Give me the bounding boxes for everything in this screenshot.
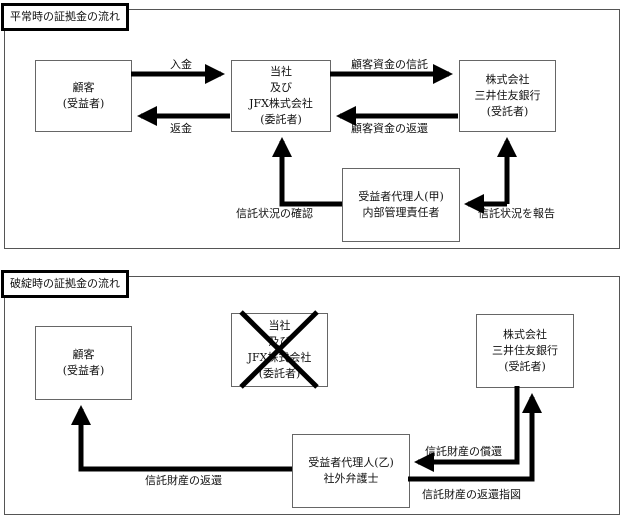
normal-bank-box: 株式会社 三井住友銀行 (受託者)	[459, 60, 556, 132]
agent-line-2: 内部管理責任者	[362, 206, 440, 219]
normal-agent-box: 受益者代理人(甲) 内部管理責任者	[342, 168, 460, 242]
customer-name: 顧客	[72, 348, 95, 361]
normal-company-box: 当社 及び JFX株式会社 (委託者)	[231, 60, 331, 132]
label-trust-report: 信託状況を報告	[478, 207, 555, 220]
customer-name: 顧客	[72, 81, 95, 94]
bank-line-1: 株式会社	[503, 328, 547, 341]
company-line-3: JFX株式会社	[249, 97, 313, 110]
bankruptcy-bank-box: 株式会社 三井住友銀行 (受託者)	[476, 314, 574, 388]
bankruptcy-customer-box: 顧客 (受益者)	[35, 326, 132, 400]
customer-role: (受益者)	[62, 97, 105, 110]
bank-line-3: (受託者)	[486, 105, 529, 118]
bank-line-3: (受託者)	[504, 360, 546, 373]
bankruptcy-agent-box: 受益者代理人(乙) 社外弁護士	[292, 434, 410, 508]
company-line-2: 及び	[270, 81, 292, 94]
normal-flow-title: 平常時の証拠金の流れ	[1, 3, 129, 31]
agent-line-2: 社外弁護士	[323, 472, 379, 485]
company-line-3: JFX株式会社	[247, 351, 312, 364]
company-line-4: (委託者)	[260, 113, 302, 126]
label-refund: 返金	[170, 122, 192, 135]
label-return-instruction: 信託財産の返還指図	[422, 488, 521, 501]
bank-line-1: 株式会社	[485, 73, 530, 86]
agent-line-1: 受益者代理人(甲)	[358, 190, 444, 203]
normal-customer-box: 顧客 (受益者)	[35, 60, 132, 132]
label-trust-return: 顧客資金の返還	[351, 122, 428, 135]
company-line-4: (委託者)	[258, 367, 301, 380]
bank-line-2: 三井住友銀行	[492, 344, 558, 357]
customer-role: (受益者)	[62, 364, 105, 377]
label-deposit: 入金	[170, 58, 192, 71]
label-trust-confirm: 信託状況の確認	[236, 207, 313, 220]
company-line-2: 及び	[268, 335, 291, 348]
label-asset-repayment: 信託財産の償還	[425, 445, 502, 458]
label-trust: 顧客資金の信託	[351, 58, 428, 71]
agent-line-1: 受益者代理人(乙)	[308, 456, 394, 469]
bank-line-2: 三井住友銀行	[474, 89, 541, 102]
bankruptcy-flow-title: 破綻時の証拠金の流れ	[1, 270, 129, 298]
label-asset-return: 信託財産の返還	[145, 474, 222, 487]
company-line-1: 当社	[270, 65, 292, 78]
bankruptcy-company-box: 当社 及び JFX株式会社 (委託者)	[231, 313, 328, 387]
company-line-1: 当社	[268, 319, 291, 332]
